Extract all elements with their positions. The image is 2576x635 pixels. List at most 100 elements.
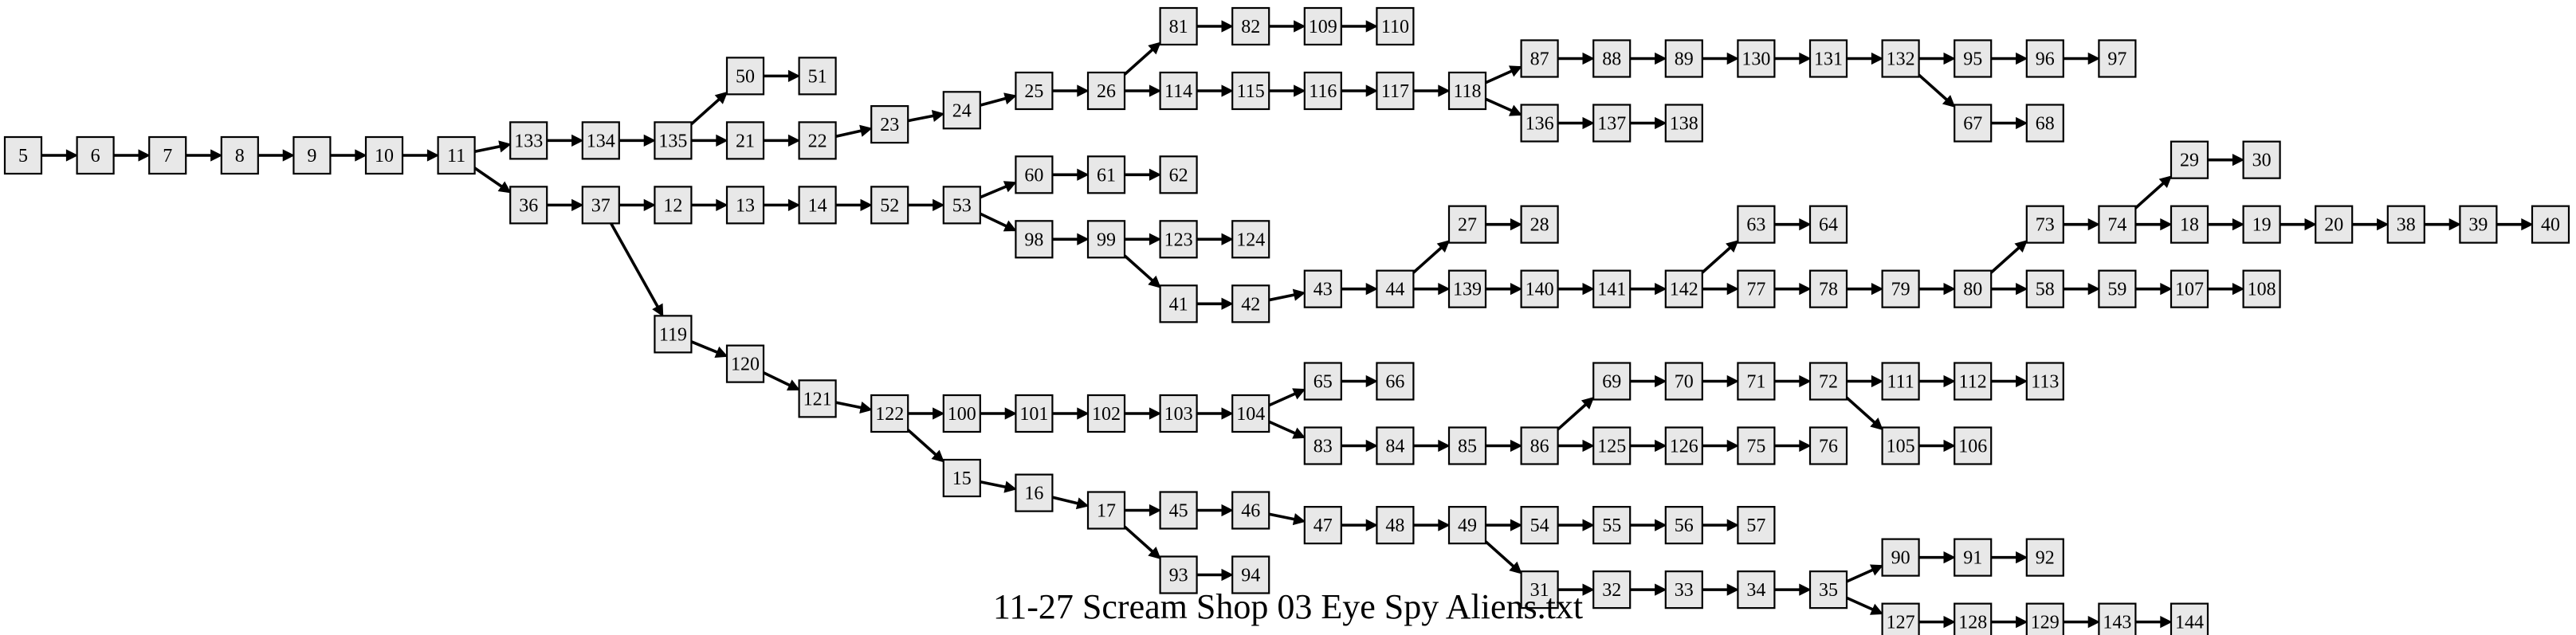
edge-line	[1485, 69, 1513, 84]
edge-45-46	[1196, 504, 1234, 517]
node-label: 111	[1887, 372, 1914, 393]
edge-116-117	[1341, 84, 1378, 97]
node-label: 24	[952, 100, 972, 121]
arrowhead	[1726, 374, 1739, 388]
node-label: 23	[880, 115, 899, 135]
edge-135-50	[690, 91, 728, 126]
node-18: 18	[2170, 205, 2209, 244]
node-118: 118	[1447, 71, 1487, 111]
arrowhead	[1871, 374, 1884, 388]
arrowhead	[1003, 181, 1017, 193]
node-label: 141	[1597, 280, 1626, 300]
node-label: 79	[1891, 280, 1910, 300]
edge-127-128	[1918, 615, 1956, 629]
arrowhead	[1221, 568, 1234, 582]
node-label: 122	[875, 404, 904, 425]
node-box	[1808, 205, 1848, 244]
node-143: 143	[2098, 602, 2137, 635]
edge-22-23	[835, 124, 873, 138]
edge-46-47	[1268, 512, 1306, 526]
node-label: 134	[587, 131, 615, 151]
node-label: 131	[1814, 49, 1843, 70]
node-14: 14	[798, 186, 837, 225]
node-label: 72	[1819, 372, 1838, 393]
arrowhead	[1221, 504, 1234, 517]
arrowhead	[1943, 52, 1956, 65]
node-label: 100	[948, 404, 976, 425]
node-label: 84	[1385, 437, 1404, 457]
node-24: 24	[942, 91, 981, 130]
edge-line	[690, 98, 721, 126]
node-box	[2025, 39, 2064, 78]
node-label: 22	[808, 131, 827, 151]
edge-103-104	[1196, 407, 1234, 420]
node-box	[942, 91, 981, 130]
arrowhead	[859, 402, 873, 414]
edge-56-57	[1702, 519, 1739, 531]
arrowhead	[1582, 583, 1595, 596]
arrowhead	[787, 134, 801, 147]
node-label: 57	[1746, 515, 1765, 536]
node-box	[1231, 220, 1270, 259]
edge-line	[1268, 420, 1296, 435]
node-label: 71	[1746, 372, 1765, 393]
edge-70-71	[1702, 374, 1739, 388]
edge-line	[1051, 496, 1078, 505]
arrowhead	[2448, 218, 2461, 231]
node-label: 140	[1526, 280, 1554, 300]
edge-99-123	[1125, 233, 1162, 245]
arrowhead	[1149, 407, 1162, 420]
node-box	[725, 57, 765, 96]
edge-141-142	[1630, 283, 1667, 296]
edge-58-59	[2063, 283, 2100, 296]
edge-line	[1412, 246, 1443, 274]
node-80: 80	[1954, 269, 1993, 308]
node-box	[870, 186, 909, 225]
arrowhead	[1510, 283, 1523, 296]
node-136: 136	[1520, 104, 1559, 143]
node-131: 131	[1808, 39, 1848, 78]
arrowhead	[1149, 233, 1162, 245]
node-label: 110	[1381, 17, 1409, 37]
node-box	[1159, 155, 1198, 194]
node-box	[1231, 555, 1270, 594]
edge-31-32	[1557, 583, 1595, 596]
node-label: 45	[1169, 501, 1188, 522]
node-60: 60	[1015, 155, 1054, 194]
arrowhead	[1655, 374, 1667, 388]
edge-89-130	[1702, 52, 1739, 65]
node-box	[798, 121, 837, 160]
node-label: 54	[1530, 515, 1549, 536]
edge-line	[835, 401, 862, 410]
edge-18-19	[2208, 218, 2245, 231]
node-26: 26	[1086, 71, 1126, 111]
node-110: 110	[1376, 6, 1415, 46]
node-box	[654, 315, 693, 354]
node-label: 115	[1237, 81, 1265, 102]
node-label: 27	[1458, 215, 1477, 236]
node-label: 61	[1097, 165, 1116, 186]
node-92: 92	[2025, 538, 2064, 577]
node-label: 112	[1959, 372, 1987, 393]
node-104: 104	[1231, 394, 1270, 433]
edge-line	[1918, 73, 1948, 101]
node-box	[1954, 104, 1993, 143]
edge-16-17	[1051, 496, 1090, 510]
node-label: 10	[375, 146, 394, 167]
node-label: 114	[1164, 81, 1192, 102]
node-22: 22	[798, 121, 837, 160]
arrowhead	[2016, 374, 2028, 388]
node-109: 109	[1303, 6, 1342, 46]
edge-69-70	[1630, 374, 1667, 388]
node-box	[1231, 284, 1270, 323]
node-label: 126	[1670, 437, 1698, 457]
edge-132-67	[1918, 73, 1956, 108]
arrowhead	[1582, 519, 1595, 531]
node-115: 115	[1231, 71, 1270, 111]
node-13: 13	[725, 186, 765, 225]
node-box	[1881, 362, 1920, 401]
node-box	[1447, 426, 1487, 465]
node-box	[870, 105, 909, 144]
arrowhead	[1943, 374, 1956, 388]
